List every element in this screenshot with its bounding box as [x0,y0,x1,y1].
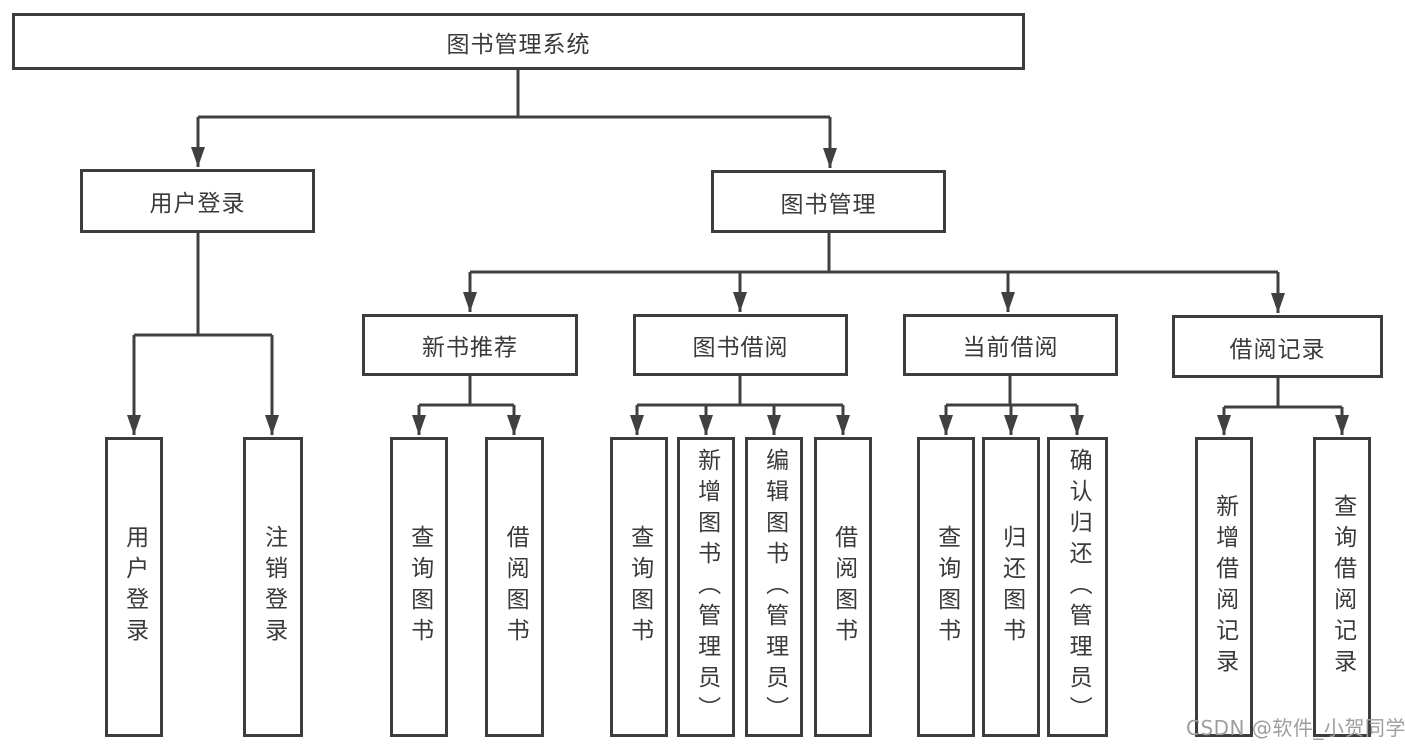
leaf-br-add-record: 新增借阅记录 [1195,437,1253,737]
leaf-bb-add-book-admin-label: 新增图书（管理员） [693,447,720,727]
node-book-borrowing-label: 图书借阅 [692,335,789,361]
node-borrowing-records-label: 借阅记录 [1229,336,1326,363]
leaf-bb-borrow-books-label: 借阅图书 [830,525,857,649]
leaf-br-query-record: 查询借阅记录 [1313,437,1371,737]
leaf-rec-query-books: 查询图书 [390,437,448,737]
leaf-cb-return-books-label: 归还图书 [998,525,1025,649]
leaf-cb-confirm-return-admin-label: 确认归还（管理员） [1065,447,1092,727]
leaf-br-add-record-label: 新增借阅记录 [1211,494,1238,680]
node-current-borrowing-label: 当前借阅 [962,335,1059,361]
leaf-rec-borrow-books: 借阅图书 [485,437,544,737]
node-book-borrowing: 图书借阅 [633,314,848,376]
node-current-borrowing: 当前借阅 [903,314,1118,376]
leaf-logout-label: 注销登录 [260,525,287,649]
leaf-cb-confirm-return-admin: 确认归还（管理员） [1047,437,1108,737]
leaf-user-login-label: 用户登录 [121,525,148,649]
leaf-bb-edit-book-admin: 编辑图书（管理员） [745,437,803,737]
leaf-logout: 注销登录 [243,437,303,737]
node-new-book-recommend-label: 新书推荐 [422,335,518,361]
node-user-login: 用户登录 [80,169,315,233]
leaf-bb-query-books: 查询图书 [610,437,668,737]
leaf-br-query-record-label: 查询借阅记录 [1329,494,1356,680]
watermark-text: CSDN @软件_小贺同学 [1186,716,1405,740]
node-user-login-label: 用户登录 [149,191,246,217]
leaf-rec-query-books-label: 查询图书 [406,525,433,649]
node-new-book-recommend: 新书推荐 [362,314,578,376]
leaf-cb-query-books-label: 查询图书 [933,525,960,649]
node-book-management: 图书管理 [711,170,946,233]
leaf-rec-borrow-books-label: 借阅图书 [502,525,529,649]
leaf-cb-return-books: 归还图书 [982,437,1040,737]
leaf-bb-borrow-books: 借阅图书 [814,437,872,737]
node-borrowing-records: 借阅记录 [1172,315,1383,378]
leaf-bb-add-book-admin: 新增图书（管理员） [677,437,735,737]
leaf-bb-query-books-label: 查询图书 [626,525,653,649]
leaf-cb-query-books: 查询图书 [917,437,975,737]
leaf-bb-edit-book-admin-label: 编辑图书（管理员） [761,447,788,727]
node-book-management-label: 图书管理 [780,191,877,218]
node-root-label: 图书管理系统 [446,31,591,58]
leaf-user-login: 用户登录 [105,437,163,737]
node-root: 图书管理系统 [12,13,1025,70]
